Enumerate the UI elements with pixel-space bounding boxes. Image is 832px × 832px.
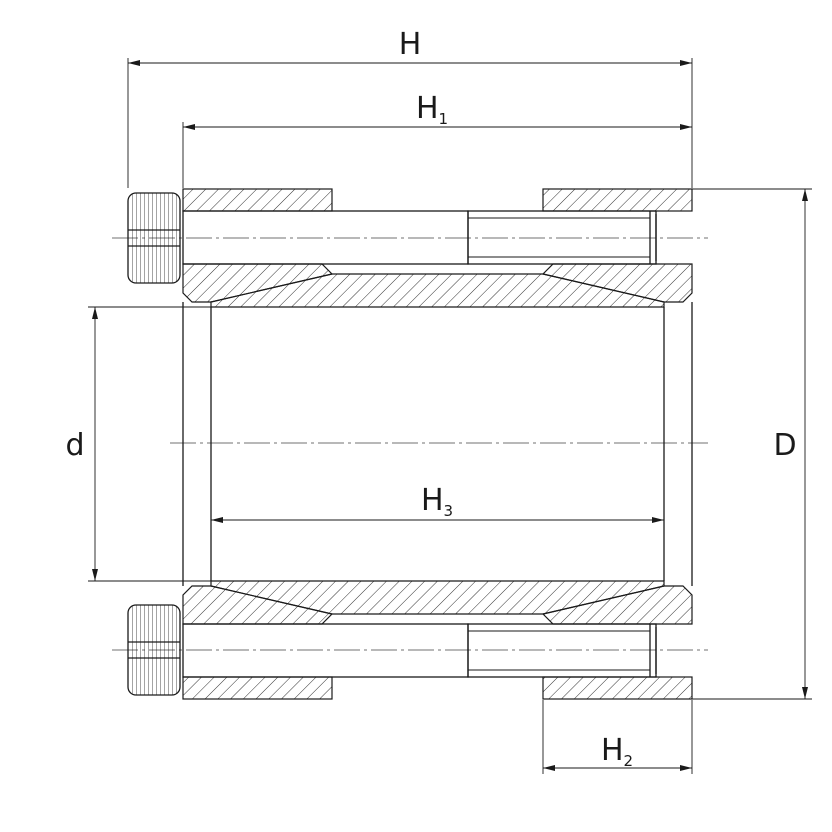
upper-bolt-thread <box>467 210 657 265</box>
upper-section <box>127 188 693 308</box>
center-lines <box>112 237 708 651</box>
upper-bolt-head <box>127 192 181 284</box>
label-H2: H2 <box>601 733 633 770</box>
label-H1: H1 <box>416 91 448 128</box>
upper-bolt-shank <box>182 210 469 265</box>
lower-bolt-shank <box>182 623 469 678</box>
label-d: d <box>65 428 84 463</box>
lower-right-ring-band <box>542 676 693 700</box>
label-D: D <box>773 428 796 463</box>
lower-bolt-head <box>127 604 181 696</box>
lower-bolt-thread <box>467 623 657 678</box>
lower-left-ring-band <box>182 676 333 700</box>
upper-right-ring-band <box>542 188 693 212</box>
dimensions: H H1 H3 H2 d D <box>65 27 812 774</box>
label-H3: H3 <box>421 483 453 520</box>
lower-section <box>127 580 693 700</box>
upper-left-ring-band <box>182 188 333 212</box>
bore-outline <box>182 302 693 586</box>
label-H: H <box>399 27 422 62</box>
